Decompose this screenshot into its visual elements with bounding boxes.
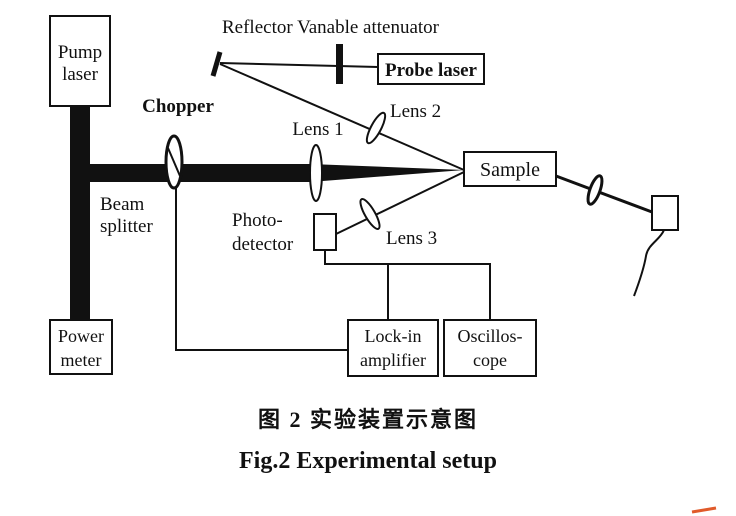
oscilloscope-box xyxy=(443,319,537,377)
lens-1-label: Lens 1 xyxy=(292,119,343,140)
pump-laser-label-line1: Pump xyxy=(58,42,102,63)
pump-laser-label-line2: laser xyxy=(62,64,99,85)
corner-mark xyxy=(691,506,717,514)
oscilloscope-label-line1: Oscillos- xyxy=(458,326,523,346)
transmitted-beam xyxy=(555,174,653,214)
pump-beam-vertical xyxy=(70,106,90,320)
lockin-label-line1: Lock-in xyxy=(365,326,422,346)
photodetector-wire xyxy=(324,250,491,320)
oscilloscope-label-line2: cope xyxy=(473,350,507,370)
power-meter-label-line2: meter xyxy=(61,350,102,370)
sample-label: Sample xyxy=(480,159,540,181)
right-detector-cable xyxy=(633,229,665,297)
reflector-attenuator-label: Reflector Vanable attenuator xyxy=(222,17,440,38)
probe-laser-box xyxy=(377,53,485,85)
lens-3 xyxy=(359,198,381,230)
signal-beam-lower xyxy=(335,171,465,235)
lens-2-label: Lens 2 xyxy=(390,101,441,122)
lens-1 xyxy=(309,144,323,202)
variable-attenuator xyxy=(336,44,343,84)
photodetector-box xyxy=(313,213,337,251)
sample-box xyxy=(463,151,557,187)
chopper-slit xyxy=(167,147,181,177)
caption-chinese: 图 2 实验装置示意图 xyxy=(257,407,478,432)
chopper-label: Chopper xyxy=(142,96,214,117)
probe-laser-label: Probe laser xyxy=(385,60,478,81)
power-meter-box xyxy=(49,319,113,375)
power-meter-label-line1: Power xyxy=(58,326,104,346)
beam-splitter-label-line2: splitter xyxy=(100,216,153,237)
lockin-amplifier-box xyxy=(347,319,439,377)
pump-beam-taper xyxy=(310,164,464,182)
pump-beam-horizontal xyxy=(90,164,310,182)
lens-3-label: Lens 3 xyxy=(386,228,437,249)
probe-beam-diagonal xyxy=(219,63,465,171)
photodetector-label-line2: detector xyxy=(232,234,294,255)
reflector xyxy=(210,51,223,77)
probe-beam-upper xyxy=(219,62,379,68)
beam-splitter-label-line1: Beam xyxy=(100,194,145,215)
chopper-reference-wire xyxy=(175,188,348,351)
lens-2 xyxy=(365,111,387,145)
photodetector-label-line1: Photo- xyxy=(232,210,283,231)
right-detector-box xyxy=(651,195,679,231)
beam-splitter xyxy=(70,150,82,176)
caption-english: Fig.2 Experimental setup xyxy=(239,448,497,474)
right-lens xyxy=(586,174,604,206)
lockin-label-line2: amplifier xyxy=(360,350,426,370)
